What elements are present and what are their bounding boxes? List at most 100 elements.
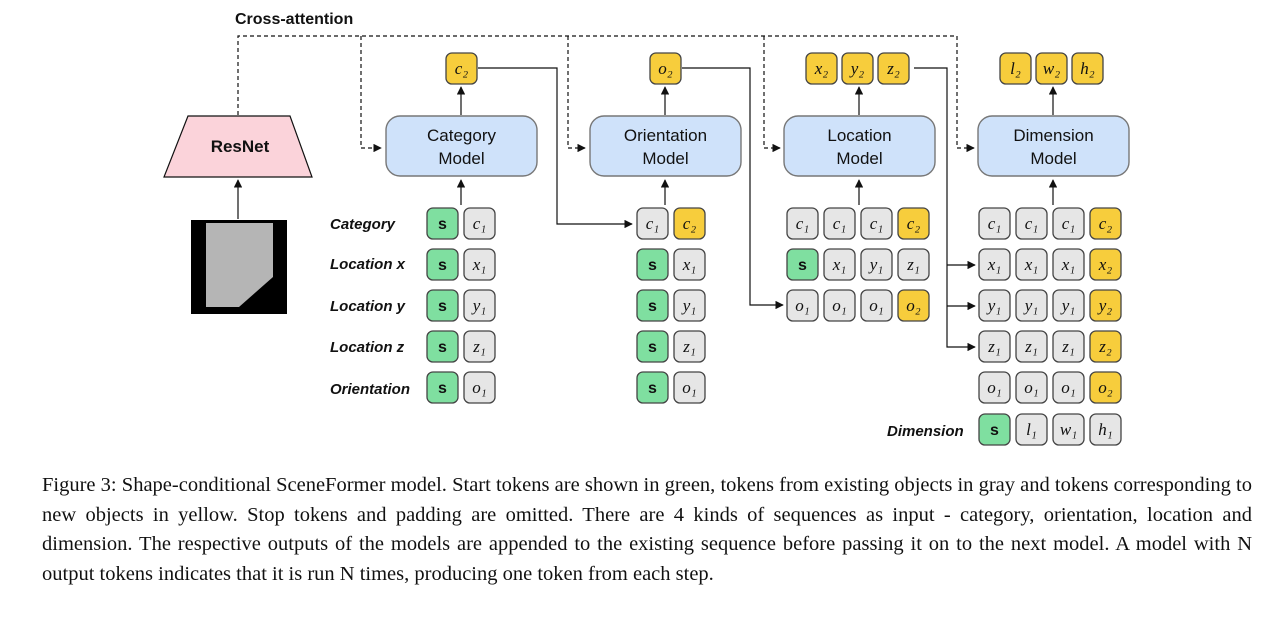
svg-text:z₁: z₁ bbox=[1024, 337, 1038, 356]
svg-text:x₁: x₁ bbox=[987, 255, 1001, 274]
figure-caption: Figure 3: Shape-conditional SceneFormer … bbox=[42, 474, 1252, 585]
svg-text:h₂: h₂ bbox=[1080, 59, 1095, 78]
svg-text:c₂: c₂ bbox=[683, 214, 697, 233]
svg-text:c₂: c₂ bbox=[907, 214, 921, 233]
svg-text:x₂: x₂ bbox=[1098, 255, 1113, 274]
svg-text:o₁: o₁ bbox=[1024, 378, 1038, 397]
svg-text:y₁: y₁ bbox=[1060, 296, 1075, 315]
resnet-block: ResNet bbox=[163, 115, 313, 178]
svg-text:z₁: z₁ bbox=[472, 337, 486, 356]
svg-text:w₁: w₁ bbox=[1060, 420, 1077, 439]
row-label-dimension: Dimension bbox=[887, 423, 964, 440]
dim_model-token: x₁ bbox=[978, 248, 1011, 281]
loc_model-token: o₁ bbox=[786, 289, 819, 322]
svg-text:y₁: y₁ bbox=[868, 255, 883, 274]
cat_model-token: y₁ bbox=[463, 289, 496, 322]
svg-text:x₁: x₁ bbox=[1024, 255, 1038, 274]
ori_model-token: s bbox=[636, 248, 669, 281]
cat_model-token: s bbox=[426, 330, 459, 363]
ori_model-token: s bbox=[636, 289, 669, 322]
location-model-label-2: Model bbox=[836, 149, 882, 168]
loc_model-token: c₁ bbox=[860, 207, 893, 240]
svg-text:c₁: c₁ bbox=[870, 214, 883, 233]
category-model-label-1: Category bbox=[427, 126, 496, 145]
svg-text:z₁: z₁ bbox=[987, 337, 1001, 356]
svg-text:l₁: l₁ bbox=[1026, 420, 1037, 439]
svg-text:o₁: o₁ bbox=[987, 378, 1001, 397]
dim_model-token: x₂ bbox=[1089, 248, 1122, 281]
cat_model-token: o₁ bbox=[463, 371, 496, 404]
svg-text:c₂: c₂ bbox=[1099, 214, 1113, 233]
svg-text:w₂: w₂ bbox=[1043, 59, 1060, 78]
location-model-label-1: Location bbox=[827, 126, 891, 145]
loc_model-token: x₁ bbox=[823, 248, 856, 281]
loc_model-token: s bbox=[786, 248, 819, 281]
ori_model-token: s bbox=[636, 371, 669, 404]
dim_model-token: y₁ bbox=[1015, 289, 1048, 322]
loc_model-token: o₂ bbox=[897, 289, 930, 322]
svg-text:s: s bbox=[438, 339, 447, 356]
cat_model-token: s bbox=[426, 207, 459, 240]
svg-text:z₂: z₂ bbox=[886, 59, 900, 78]
ori_model-token: x₁ bbox=[673, 248, 706, 281]
svg-text:c₁: c₁ bbox=[833, 214, 846, 233]
dim_model-token: z₁ bbox=[1052, 330, 1085, 363]
dimension-output-token: h₂ bbox=[1071, 52, 1104, 85]
dim_model-token: c₁ bbox=[1052, 207, 1085, 240]
svg-text:s: s bbox=[990, 422, 999, 439]
cat_model-token: s bbox=[426, 371, 459, 404]
dim_model-token: o₁ bbox=[1052, 371, 1085, 404]
cat_model-token: s bbox=[426, 289, 459, 322]
cat_model-token: z₁ bbox=[463, 330, 496, 363]
svg-text:l₂: l₂ bbox=[1010, 59, 1021, 78]
dim_model-token: x₁ bbox=[1052, 248, 1085, 281]
dim_model-token: o₂ bbox=[1089, 371, 1122, 404]
row-label-loc_z: Location z bbox=[330, 339, 405, 356]
svg-text:s: s bbox=[798, 257, 807, 274]
svg-text:c₁: c₁ bbox=[1062, 214, 1075, 233]
svg-text:o₁: o₁ bbox=[869, 296, 883, 315]
svg-text:s: s bbox=[438, 298, 447, 315]
resnet-label: ResNet bbox=[211, 137, 270, 156]
dim_model-token: o₁ bbox=[978, 371, 1011, 404]
cross-attention-lines bbox=[237, 35, 975, 153]
svg-text:x₂: x₂ bbox=[814, 59, 829, 78]
row-label-loc_x: Location x bbox=[330, 256, 406, 273]
svg-text:s: s bbox=[648, 339, 657, 356]
svg-text:c₁: c₁ bbox=[646, 214, 659, 233]
svg-text:o₂: o₂ bbox=[1098, 378, 1113, 397]
dimension-output-token: w₂ bbox=[1035, 52, 1068, 85]
dim_model-token: c₁ bbox=[978, 207, 1011, 240]
model-boxes: CategoryModelOrientationModelLocationMod… bbox=[385, 115, 1130, 177]
cross-attention-label: Cross-attention bbox=[235, 11, 353, 28]
loc_model-token: c₁ bbox=[786, 207, 819, 240]
dim_model-token: c₁ bbox=[1015, 207, 1048, 240]
loc_model-token: z₁ bbox=[897, 248, 930, 281]
ori_model-token: o₁ bbox=[673, 371, 706, 404]
svg-text:s: s bbox=[438, 380, 447, 397]
svg-text:x₁: x₁ bbox=[472, 255, 486, 274]
svg-text:y₁: y₁ bbox=[471, 296, 486, 315]
svg-text:o₂: o₂ bbox=[658, 59, 673, 78]
orientation-model-label-2: Model bbox=[642, 149, 688, 168]
svg-text:s: s bbox=[648, 257, 657, 274]
category-output-token: c₂ bbox=[445, 52, 478, 85]
orientation-model-label-1: Orientation bbox=[624, 126, 707, 145]
ori_model-token: z₁ bbox=[673, 330, 706, 363]
cat_model-token: c₁ bbox=[463, 207, 496, 240]
dim_model-token: h₁ bbox=[1089, 413, 1122, 446]
loc_model-token: c₁ bbox=[823, 207, 856, 240]
svg-text:z₁: z₁ bbox=[682, 337, 696, 356]
svg-text:y₁: y₁ bbox=[1023, 296, 1038, 315]
loc_model-token: o₁ bbox=[860, 289, 893, 322]
dim_model-token: w₁ bbox=[1052, 413, 1085, 446]
dim_model-token: z₁ bbox=[978, 330, 1011, 363]
dimension-output-token: l₂ bbox=[999, 52, 1032, 85]
dimension-model-label-2: Model bbox=[1030, 149, 1076, 168]
loc_model-token: o₁ bbox=[823, 289, 856, 322]
svg-text:s: s bbox=[648, 298, 657, 315]
